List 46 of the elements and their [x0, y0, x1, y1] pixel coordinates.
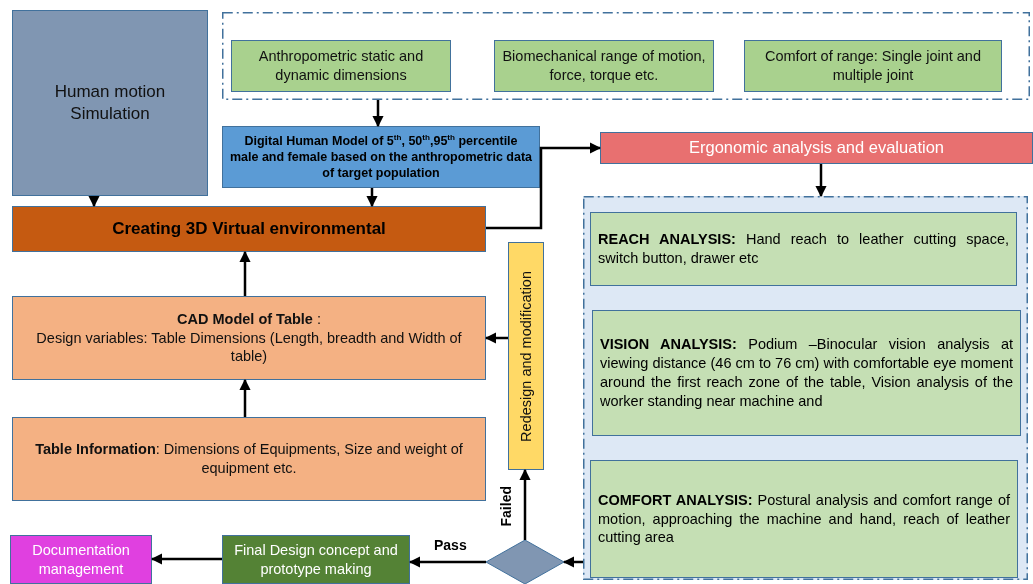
analysis-box: [592, 310, 1021, 436]
dashed-group-panel: [583, 196, 1028, 580]
arrow: [372, 100, 384, 128]
arrow: [408, 556, 486, 568]
arrow: [815, 164, 827, 198]
analysis-box: [590, 212, 1017, 286]
box-text: COMFORT ANALYSIS: Postural analysis and comfort range of motion, approaching the machine and hand, reach of leather cutting area: [598, 490, 1010, 548]
arrow: [88, 195, 100, 208]
process-box: [12, 296, 486, 380]
box-text: Biomechanical range of motion, force, torque etc.: [501, 47, 707, 85]
box-text: Documentation management: [31, 540, 131, 579]
dashed-group-frame: [222, 12, 1030, 100]
arrow: [239, 250, 251, 296]
box-text: REACH ANALYSIS: Hand reach to leather cutting space, switch button, drawer etc: [598, 230, 1009, 268]
box-text: Final Design concept and prototype making: [233, 540, 399, 579]
box-text: VISION ANALYSIS: Podium –Binocular vision analysis at viewing distance (46 cm to 76 cm) with comfortable eye moment around the first reach zone of the table, Vision analysis of the worker standing near machine and: [600, 335, 1013, 411]
process-box: [222, 535, 410, 584]
box-text: Comfort of range: Single joint and multiple joint: [764, 47, 982, 85]
arrow: [486, 142, 602, 230]
box-heading: CAD Model of Table :: [177, 309, 321, 329]
process-box: [12, 417, 486, 501]
decision-diamond: [486, 540, 564, 584]
box-text: Creating 3D Virtual environmental: [112, 217, 386, 240]
box-text: Table Information: Dimensions of Equipments, Size and weight of equipment etc.: [34, 440, 464, 478]
arrow: [150, 553, 222, 565]
box-text: Human motion Simulation: [53, 80, 167, 125]
box-text: Design variables: Table Dimensions (Length, breadth and Width of table): [35, 328, 463, 367]
input-box: [744, 40, 1002, 92]
input-box: [231, 40, 451, 92]
vertical-label: Redesign and modification: [516, 270, 535, 442]
analysis-box: [590, 460, 1018, 578]
process-box: [222, 126, 540, 188]
arrow: [366, 188, 378, 208]
process-box: [10, 535, 152, 584]
box-text: Anthropometric static and dynamic dimensions: [257, 47, 425, 85]
arrow: [519, 468, 531, 540]
process-box: [600, 132, 1033, 164]
arrow: [239, 378, 251, 417]
process-box: [508, 242, 544, 470]
process-box: [12, 206, 486, 252]
box-text: Ergonomic analysis and evaluation: [689, 137, 944, 159]
process-box: [12, 10, 208, 196]
box-text: Digital Human Model of 5$^{th}$, 50$^{th}$,95$^{th}$ percentile male and female based on the anthropometric data of target population: [229, 132, 533, 182]
arrow: [562, 556, 583, 568]
arrow: [484, 332, 508, 344]
input-box: [494, 40, 714, 92]
